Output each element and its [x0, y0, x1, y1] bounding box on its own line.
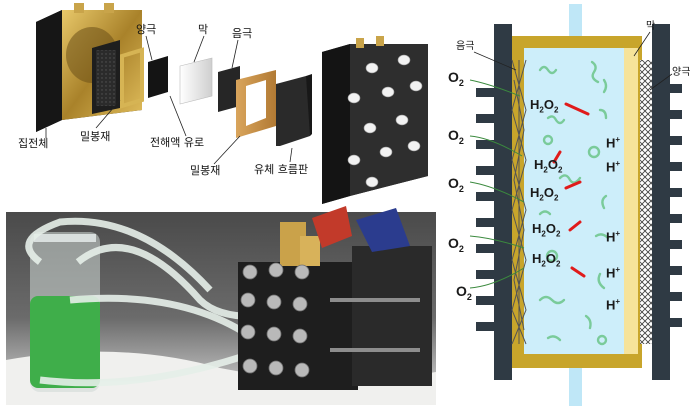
h2o2-label: H2O2 — [534, 157, 563, 175]
cathode-part — [218, 66, 240, 112]
setup-photo — [6, 206, 436, 405]
membrane-part — [179, 57, 213, 105]
label-membrane-top: 막 — [198, 23, 209, 36]
current-collector-part — [36, 3, 142, 132]
end-plate-part — [322, 36, 428, 204]
label-current-collector: 집전체 — [18, 137, 49, 150]
exploded-view — [36, 3, 428, 204]
gasket-left-part — [92, 40, 120, 114]
h2o2-label: H2O2 — [532, 221, 561, 239]
gold-frame-part — [120, 47, 144, 109]
label-gasket-left: 밀봉재 — [80, 130, 111, 143]
label-anode-top: 양극 — [136, 23, 157, 36]
o2-label: O2 — [448, 69, 464, 88]
anode-part — [148, 56, 168, 98]
label-cathode-schematic: 음극 — [456, 41, 475, 52]
flow-plate-part — [276, 74, 312, 146]
proton-label: H+ — [606, 265, 621, 281]
cell-schematic — [469, 4, 682, 406]
label-flow-plate: 유체 흐름판 — [254, 163, 309, 176]
label-electrolyte-channel: 전해액 유로 — [150, 136, 205, 149]
label-cathode-top: 음극 — [232, 27, 253, 40]
o2-label: O2 — [448, 235, 464, 254]
o2-label: O2 — [448, 175, 464, 194]
proton-label: H+ — [606, 135, 621, 151]
h2o2-label: H2O2 — [530, 97, 559, 115]
label-anode-schematic: 양극 — [672, 67, 691, 78]
proton-label: H+ — [606, 159, 621, 175]
o2-label: O2 — [456, 283, 472, 302]
leader-lines — [45, 35, 293, 165]
h2o2-label: H2O2 — [530, 185, 559, 203]
label-gasket-right: 밀봉재 — [190, 164, 221, 177]
proton-label: H+ — [606, 297, 621, 313]
gasket-right-part — [236, 70, 276, 138]
proton-label: H+ — [606, 229, 621, 245]
label-membrane-schematic: 막 — [646, 21, 656, 32]
h2o2-label: H2O2 — [532, 251, 561, 269]
o2-label: O2 — [448, 127, 464, 146]
